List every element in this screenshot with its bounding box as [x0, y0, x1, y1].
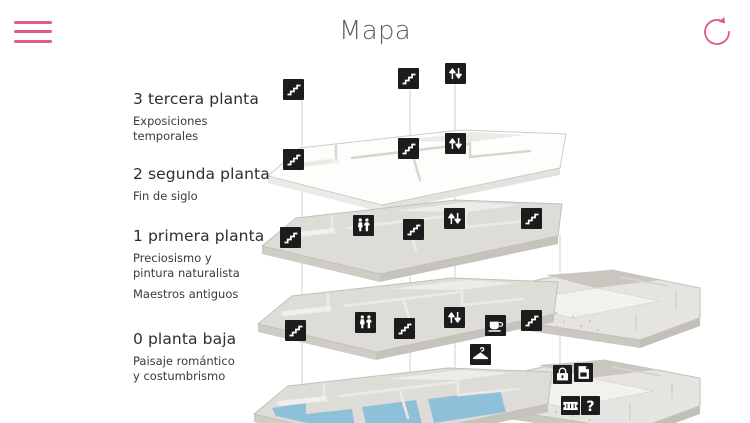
hamburger-icon-bar-1 [14, 20, 52, 24]
floor-description-3: Exposiciones temporales [133, 114, 283, 143]
floor-legend-1[interactable]: 1 primera planta Preciosismo y pintura n… [133, 227, 283, 309]
information-icon[interactable]: ? [581, 396, 600, 415]
stairs-icon[interactable] [280, 227, 301, 248]
floor-title-0: 0 planta baja [133, 330, 237, 348]
floor-desc-line: temporales [133, 128, 199, 143]
svg-text:?: ? [586, 399, 594, 415]
restroom-icon[interactable] [355, 312, 376, 333]
locker-icon[interactable] [553, 365, 572, 384]
wardrobe-icon[interactable] [470, 344, 491, 365]
floor-desc-line: Preciosismo y [133, 251, 212, 265]
menu-button[interactable] [14, 14, 56, 48]
app-header: Mapa [0, 0, 750, 65]
floor-description-1: Preciosismo y pintura naturalista [133, 251, 283, 280]
hamburger-icon-bar-2 [14, 30, 52, 33]
floor-description-2: Fin de siglo [133, 189, 283, 204]
elevator-icon[interactable] [444, 307, 465, 328]
floor-title-1: 1 primera planta [133, 227, 265, 245]
stairs-icon[interactable] [283, 149, 304, 170]
stairs-icon[interactable] [398, 68, 419, 89]
highlighted-galleries [272, 390, 506, 423]
floor-desc-line: Exposiciones [133, 114, 208, 128]
stairs-icon[interactable] [521, 208, 542, 229]
floor-legend-0[interactable]: 0 planta baja Paisaje romántico y costum… [133, 330, 283, 390]
floor-legend-2[interactable]: 2 segunda planta Fin de siglo [133, 165, 283, 211]
floor-plan-0 [252, 359, 701, 423]
hamburger-icon-bar-3 [14, 39, 52, 43]
floor-legend-3[interactable]: 3 tercera planta Exposiciones temporales [133, 90, 283, 150]
floor-desc-line: pintura naturalista [133, 265, 240, 280]
stairs-icon[interactable] [283, 79, 304, 100]
restroom-icon[interactable] [353, 215, 374, 236]
floor-plans-illustration [252, 80, 701, 423]
floor-title-2: 2 segunda planta [133, 165, 270, 183]
stairs-icon[interactable] [285, 320, 306, 341]
floor-desc-line: Fin de siglo [133, 189, 198, 203]
elevator-icon[interactable] [445, 63, 466, 84]
refresh-icon [704, 16, 730, 45]
stairs-icon[interactable] [394, 318, 415, 339]
stairs-icon[interactable] [521, 310, 542, 331]
floor-description-1-extra: Maestros antiguos [133, 287, 283, 302]
stairs-icon[interactable] [398, 138, 419, 159]
floor-plan-1 [256, 269, 701, 360]
page-title: Mapa [338, 16, 411, 46]
ticket-icon[interactable] [561, 396, 580, 415]
floor-desc-line: y costumbrismo [133, 368, 226, 383]
floor-plan-2 [260, 199, 563, 282]
stairs-icon[interactable] [403, 219, 424, 240]
elevator-icon[interactable] [445, 133, 466, 154]
cafe-icon[interactable] [485, 315, 506, 336]
refresh-button[interactable] [696, 11, 738, 53]
floor-map[interactable]: 3 tercera planta Exposiciones temporales… [0, 62, 750, 423]
floor-title-3: 3 tercera planta [133, 90, 259, 108]
floor-desc-line: Maestros antiguos [133, 287, 239, 301]
floor-desc-line: Paisaje romántico [133, 354, 235, 368]
shop-icon[interactable] [574, 363, 593, 382]
floor-description-0: Paisaje romántico y costumbrismo [133, 354, 283, 383]
elevator-icon[interactable] [444, 208, 465, 229]
